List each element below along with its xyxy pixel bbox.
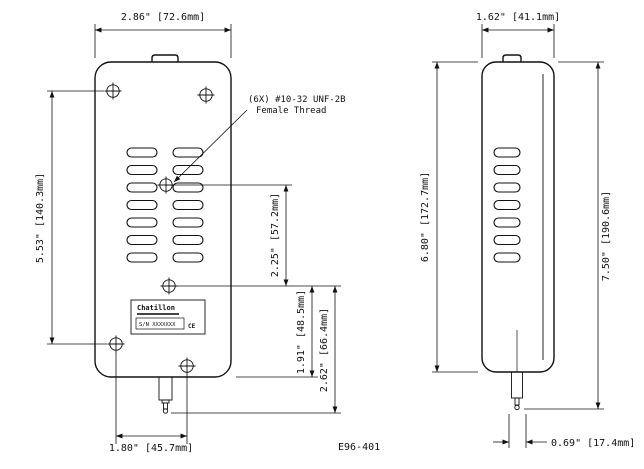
front-tip-span-label: 2.62" [66.4mm]	[319, 308, 330, 392]
side-body-height-dimension: 6.80" [172.7mm]	[420, 61, 478, 373]
front-vent-slots-right	[172, 147, 204, 263]
side-view	[481, 54, 555, 411]
front-lower-span-dimension: 1.91" [48.5mm]	[236, 286, 318, 378]
front-lower-span-label: 1.91" [48.5mm]	[296, 290, 307, 374]
side-overall-height-label: 7.50" [190.6mm]	[601, 191, 612, 281]
side-shaft	[511, 371, 523, 411]
front-upper-span-label: 2.25" [57.2mm]	[270, 193, 281, 277]
side-vent-slots	[493, 147, 521, 263]
front-top-tab	[151, 54, 179, 63]
side-shaft-dimension: 0.69" [17.4mm]	[493, 414, 635, 449]
side-body-height-label: 6.80" [172.7mm]	[420, 172, 431, 262]
side-width-dim-label: 1.62" [41.1mm]	[476, 12, 560, 23]
nameplate-fine-print	[137, 313, 179, 315]
front-height-dim-label: 5.53" [140.3mm]	[35, 173, 46, 263]
nameplate-ce-mark: CE	[188, 323, 196, 330]
side-top-tab	[502, 54, 522, 63]
front-base-width-label: 1.80" [45.7mm]	[109, 443, 193, 454]
front-shaft	[158, 376, 173, 414]
thread-callout-line1: (6X) #10-32 UNF-2B	[248, 95, 346, 105]
nameplate-brand: Chatillon	[137, 304, 175, 312]
drawing-number: E96-401	[338, 442, 380, 453]
screw-top-left	[104, 82, 122, 100]
side-shaft-dim-label: 0.69" [17.4mm]	[551, 438, 635, 449]
screw-top-right	[197, 86, 215, 104]
front-base-width-dimension: 1.80" [45.7mm]	[109, 352, 193, 454]
side-width-dimension: 1.62" [41.1mm]	[476, 12, 560, 58]
screw-bottom-left	[107, 335, 125, 353]
front-view: Chatillon S/N XXXXXXX CE	[94, 54, 232, 414]
front-width-dimension: 2.86" [72.6mm]	[94, 12, 232, 58]
screw-center-upper	[157, 176, 175, 194]
thread-callout-line2: Female Thread	[256, 106, 326, 116]
front-tip-span-dimension: 2.62" [66.4mm]	[171, 286, 341, 414]
nameplate: Chatillon S/N XXXXXXX CE	[130, 299, 206, 335]
screw-center-lower	[160, 277, 178, 295]
front-vent-slots-left	[126, 147, 158, 263]
front-height-dimension: 5.53" [140.3mm]	[35, 90, 107, 345]
screw-bottom-right	[178, 357, 196, 375]
front-body-outline	[94, 61, 232, 378]
front-width-dim-label: 2.86" [72.6mm]	[121, 12, 205, 23]
nameplate-serial: S/N XXXXXXX	[139, 322, 176, 328]
side-overall-height-dimension: 7.50" [190.6mm]	[524, 61, 612, 410]
thread-callout: (6X) #10-32 UNF-2B Female Thread	[173, 95, 346, 183]
